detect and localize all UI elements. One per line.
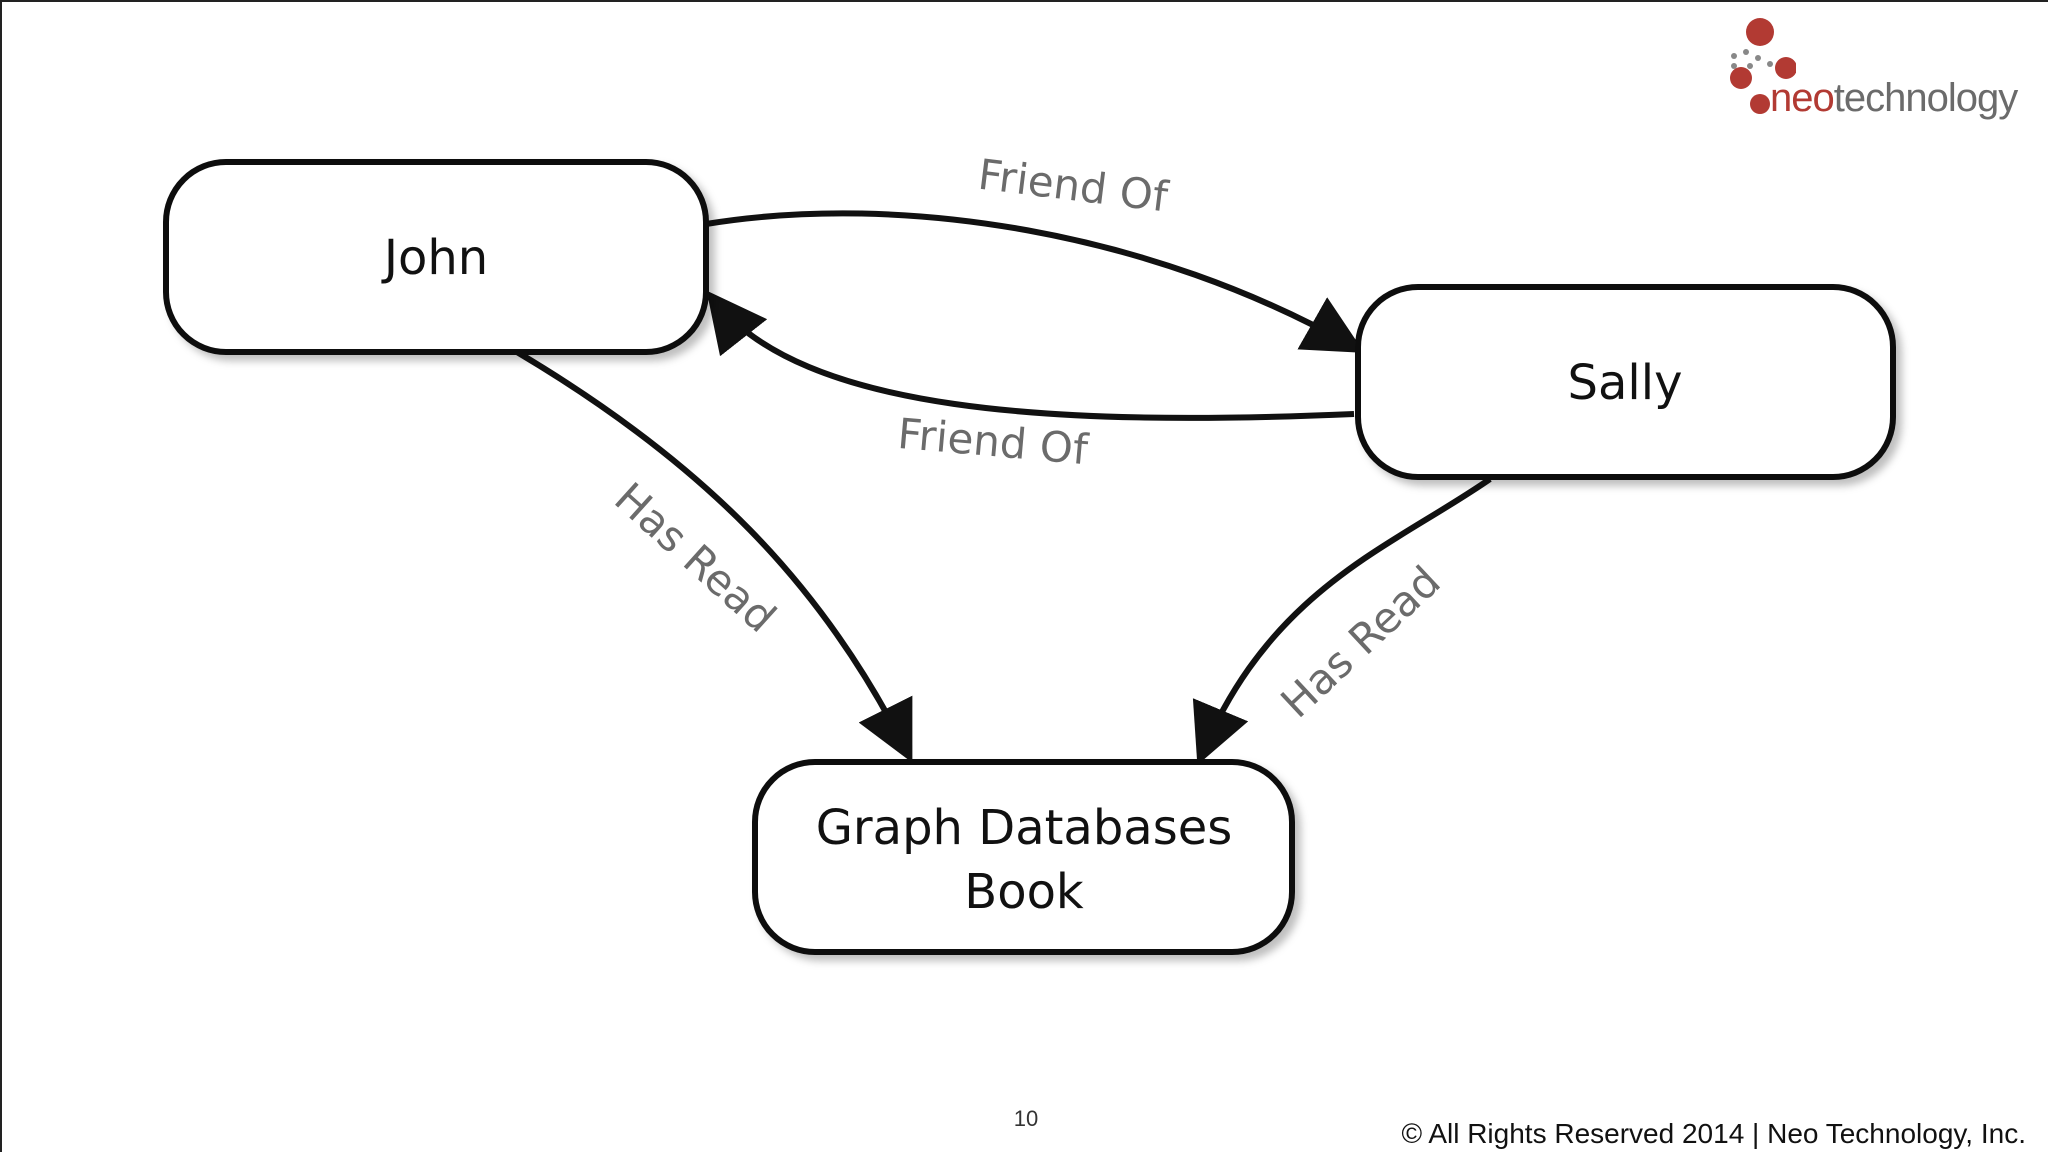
edge-john-has-read-book xyxy=(515,349,913,763)
edge-sally-has-read-book xyxy=(1192,476,1492,766)
logo-technology-text: technology xyxy=(1833,76,2018,120)
neo-technology-logo: neotechnology xyxy=(1726,16,2026,126)
logo-wordmark: neotechnology xyxy=(1770,76,2018,121)
edge-john-friend-of-sally xyxy=(705,210,1365,353)
node-john xyxy=(163,159,709,355)
edge-label-john-friend-of-sally: Friend Of xyxy=(976,150,1172,222)
page-number: 10 xyxy=(1013,1106,1039,1131)
edge-sally-friend-of-john xyxy=(706,290,1355,421)
logo-dots-icon xyxy=(1730,18,1796,114)
node-sally-label: Sally xyxy=(1568,355,1683,411)
edge-label-sally-has-read-book: Has Read xyxy=(1271,556,1449,727)
node-graph-databases-book xyxy=(752,759,1295,955)
copyright-notice: © All Rights Reserved 2014 | Neo Technol… xyxy=(1401,1118,2026,1149)
node-book-label-line1: Graph Databases xyxy=(816,800,1233,856)
node-sally xyxy=(1355,284,1896,480)
node-john-label: John xyxy=(381,230,488,286)
edge-label-john-has-read-book: Has Read xyxy=(605,473,785,642)
edge-label-sally-friend-of-john: Friend Of xyxy=(896,409,1091,475)
logo-neo-text: neo xyxy=(1770,76,1835,120)
node-book-label-line2: Book xyxy=(964,864,1084,920)
